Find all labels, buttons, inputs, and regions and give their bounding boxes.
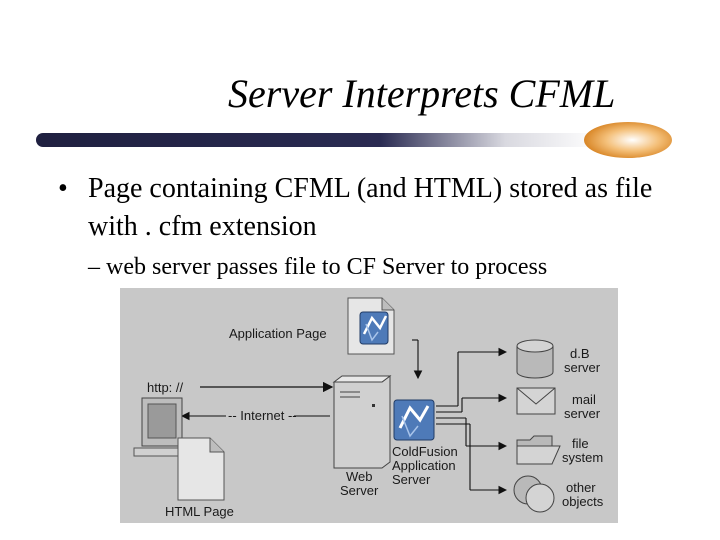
internet-label: -- Internet --: [228, 408, 297, 423]
objects-spheres-icon: [513, 475, 555, 513]
file-system-label-line2: system: [562, 450, 603, 465]
slide-title: Server Interprets CFML: [228, 71, 616, 116]
file-system-label-line1: file: [572, 436, 589, 451]
other-objects-label-line1: other: [566, 480, 596, 495]
web-server-icon: [332, 375, 392, 469]
http-label: http: //: [147, 380, 184, 395]
bullet-text: Page containing CFML (and HTML) stored a…: [88, 173, 653, 242]
mail-server-label-line1: mail: [572, 392, 596, 407]
cf-to-services-connectors: [436, 347, 508, 495]
title-underline-bar: [36, 122, 672, 158]
folder-icon: [516, 435, 561, 465]
html-page-icon: [177, 437, 225, 501]
cf-server-label-line2: Application: [392, 458, 456, 473]
cf-server-label-line1: ColdFusion: [392, 444, 458, 459]
mail-envelope-icon: [516, 387, 556, 415]
client-monitor-icon: [133, 397, 197, 457]
sub-bullet-text: – web server passes file to CF Server to…: [88, 254, 548, 280]
cf-server-label-line3: Server: [392, 472, 431, 487]
html-page-label: HTML Page: [165, 504, 234, 519]
cfml-architecture-diagram: Application Page http: // -- Internet --…: [120, 288, 618, 523]
db-server-label-line1: d.B: [570, 346, 590, 361]
coldfusion-icon: [359, 311, 389, 345]
bullet-marker: •: [58, 173, 68, 204]
db-server-label-line2: server: [564, 360, 601, 375]
web-server-label-line2: Server: [340, 483, 379, 498]
coldfusion-server-icon: [393, 399, 435, 441]
bullet-item: • Page containing CFML (and HTML) stored…: [58, 170, 698, 246]
mail-server-label-line2: server: [564, 406, 601, 421]
database-icon: [516, 339, 554, 379]
application-page-label: Application Page: [229, 326, 327, 341]
web-server-label-line1: Web: [346, 469, 373, 484]
other-objects-label-line2: objects: [562, 494, 604, 509]
